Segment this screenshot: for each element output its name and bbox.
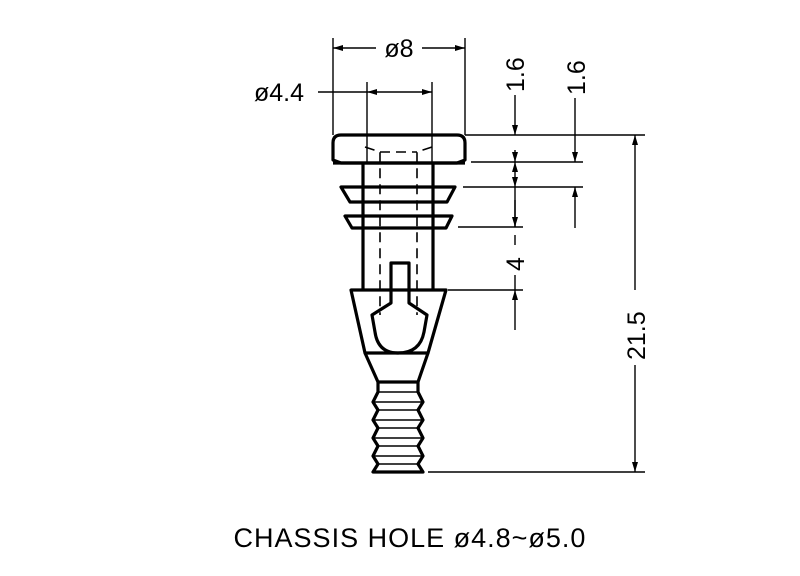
dim-bore-diameter-label: ø4.4 [254, 79, 304, 107]
dimension-overall-length: 21.5 [623, 135, 651, 472]
neck [363, 352, 430, 384]
dim-flange-thickness-label: 1.6 [563, 60, 591, 95]
extension-lines [428, 134, 645, 473]
chassis-hole-caption: CHASSIS HOLE ø4.8~ø5.0 [234, 523, 587, 553]
slot [370, 261, 429, 355]
dimension-head-diameter: ø8 [332, 35, 466, 135]
thread [371, 382, 425, 474]
standoff-part [331, 133, 467, 474]
flange-2 [343, 214, 454, 230]
dim-gap-length-label: 4 [502, 257, 530, 271]
dimension-bore-diameter: ø4.4 [254, 79, 433, 163]
dimension-gap-length: 4 [502, 187, 530, 330]
dim-head-diameter-label: ø8 [384, 35, 413, 63]
dimension-head-thickness: 1.6 [502, 57, 530, 187]
hidden-bore [364, 146, 433, 315]
dim-head-thickness-label: 1.6 [502, 57, 530, 92]
flange-1 [339, 185, 457, 204]
dim-overall-length-label: 21.5 [623, 311, 651, 360]
head [331, 133, 467, 165]
cone [349, 288, 448, 355]
thread-crests [373, 391, 423, 465]
dimension-flange-thickness: 1.6 [563, 60, 591, 228]
